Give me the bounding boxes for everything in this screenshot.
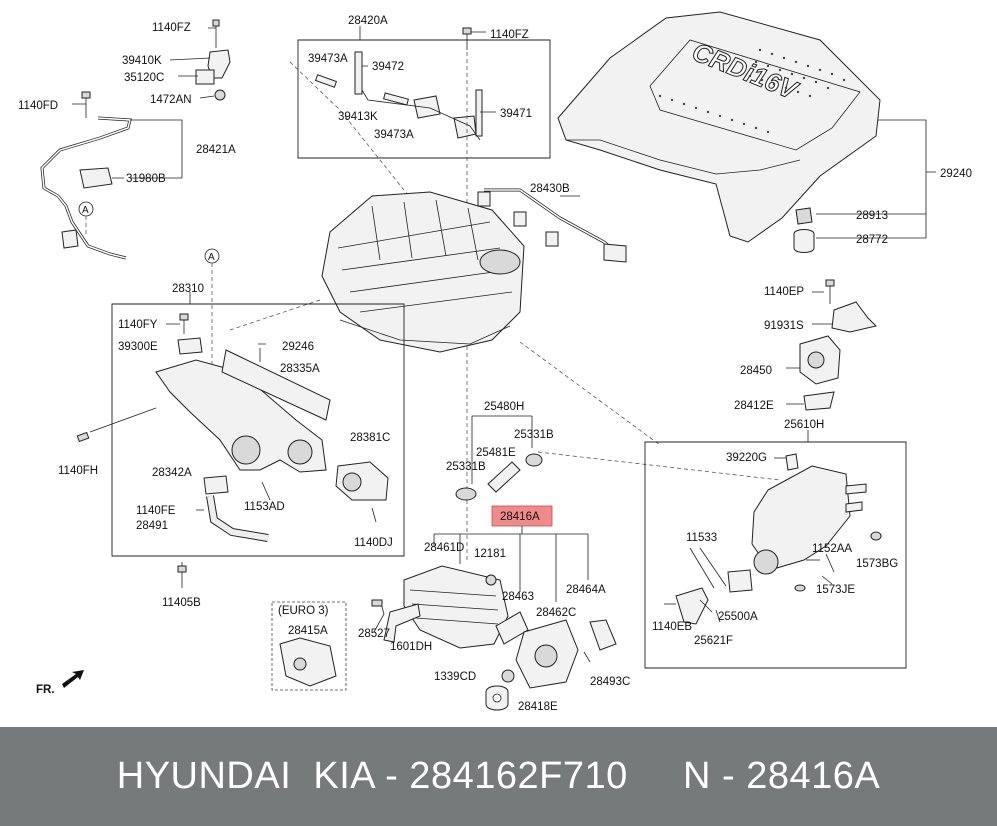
label-1140FZ-a: 1140FZ (152, 22, 191, 34)
bush-icon (793, 229, 815, 253)
outlet-icon (675, 587, 709, 625)
exhaust-manifold-box (76, 248, 405, 588)
label-28913: 28913 (856, 210, 888, 222)
label-1140DJ: 1140DJ (354, 537, 393, 549)
label-25481E: 25481E (476, 447, 516, 459)
label-28772: 28772 (856, 234, 888, 246)
thermostat-housing-box (644, 430, 907, 669)
label-28491: 28491 (136, 520, 168, 532)
nut-icon (214, 89, 226, 101)
label-1573BG: 1573BG (856, 558, 898, 570)
vacuum-hose-box (289, 26, 551, 211)
label-28415A: 28415A (288, 625, 328, 637)
label-28493C: 28493C (590, 676, 630, 688)
label-1140FD: 1140FD (18, 100, 58, 112)
label-1339CD: 1339CD (434, 671, 476, 683)
label-28418E: 28418E (518, 701, 558, 713)
label-28381C: 28381C (350, 432, 390, 444)
label-28463: 28463 (502, 591, 534, 603)
label-euro3: (EURO 3) (278, 605, 329, 617)
label-35120C: 35120C (124, 72, 164, 84)
label-1140EB: 1140EB (652, 621, 692, 633)
label-39471: 39471 (500, 108, 532, 120)
label-1140FE: 1140FE (136, 505, 176, 517)
bracket-icon-2 (831, 301, 877, 333)
housing-icon (751, 465, 851, 571)
label-28335A: 28335A (280, 363, 320, 375)
bolt-icon (212, 19, 220, 27)
label-11533: 11533 (686, 532, 717, 544)
label-39410K: 39410K (122, 55, 162, 67)
label-12181: 12181 (474, 548, 506, 560)
label-39473A-a: 39473A (308, 53, 348, 65)
label-28421A: 28421A (196, 144, 236, 156)
front-arrow-icon (62, 670, 84, 688)
label-28420A: 28420A (348, 15, 388, 27)
label-29240: 29240 (940, 168, 972, 180)
gasket-icon-2 (589, 619, 617, 651)
label-25621F: 25621F (694, 635, 733, 647)
label-11405B: 11405B (162, 597, 201, 609)
part-labels: 1140FZ 39410K 35120C 1472AN 1140FD 28421… (18, 15, 972, 713)
label-25331B-a: 25331B (514, 429, 554, 441)
sub-harness-28421A (40, 91, 183, 260)
label-39413K: 39413K (338, 111, 378, 123)
label-28430B: 28430B (530, 183, 570, 195)
label-91931S: 91931S (764, 320, 804, 332)
label-1472AN: 1472AN (150, 94, 192, 106)
label-fr: FR. (36, 684, 55, 696)
label-1152AA: 1152AA (812, 543, 852, 555)
engine-cover: CRDi16V (557, 11, 936, 253)
label-28416A: 28416A (500, 511, 540, 523)
label-1153AD: 1153AD (244, 501, 285, 513)
label-29246: 29246 (282, 341, 314, 353)
bracket-icon (79, 167, 113, 189)
harness-28430B (477, 188, 627, 263)
label-1140EP: 1140EP (764, 286, 804, 298)
label-1140FY: 1140FY (118, 319, 158, 331)
label-25610H: 25610H (784, 419, 824, 431)
footer-banner: HYUNDAI KIA - 284162F710 N - 28416A (0, 727, 997, 826)
thermostat-icon (727, 569, 753, 593)
label-28461D: 28461D (424, 542, 464, 554)
label-31980B: 31980B (126, 173, 166, 185)
gasket-icon (221, 349, 331, 421)
euro3-box (271, 601, 347, 691)
label-25480H: 25480H (484, 401, 524, 413)
part-number-text: HYUNDAI KIA - 284162F710 N - 28416A (116, 755, 881, 797)
label-28450: 28450 (740, 365, 772, 377)
callout-a-2: A (208, 252, 215, 263)
cover-dot-pattern (658, 48, 846, 134)
stud-icon (689, 547, 727, 589)
label-39220G: 39220G (726, 452, 767, 464)
label-28342A: 28342A (152, 467, 192, 479)
label-1140FZ-b: 1140FZ (490, 29, 529, 41)
label-28464A: 28464A (566, 584, 606, 596)
grommet-icon (795, 207, 813, 225)
label-1573JE: 1573JE (816, 584, 855, 596)
egr-cooler-28416A (371, 505, 617, 711)
callout-a-1: A (82, 205, 89, 216)
cylinder-head (229, 191, 661, 446)
label-39300E: 39300E (118, 341, 158, 353)
sensor-group (169, 19, 231, 101)
label-25331B-b: 25331B (446, 461, 486, 473)
hose-icon-2 (487, 461, 521, 493)
label-25500A: 25500A (718, 611, 758, 623)
label-39473A-b: 39473A (374, 129, 414, 141)
connector-icon (603, 243, 627, 263)
hose-icon (354, 51, 363, 95)
hose-group (455, 415, 781, 501)
label-28527: 28527 (358, 628, 390, 640)
label-39472: 39472 (372, 61, 404, 73)
parts-diagram: CRDi16V (18, 11, 972, 713)
label-1140FH: 1140FH (58, 465, 98, 477)
label-28462C: 28462C (536, 607, 576, 619)
adapter-icon (279, 637, 337, 687)
label-28412E: 28412E (734, 400, 774, 412)
egr-valve-group (786, 279, 877, 411)
label-28310: 28310 (172, 283, 204, 295)
label-1601DH: 1601DH (390, 641, 432, 653)
